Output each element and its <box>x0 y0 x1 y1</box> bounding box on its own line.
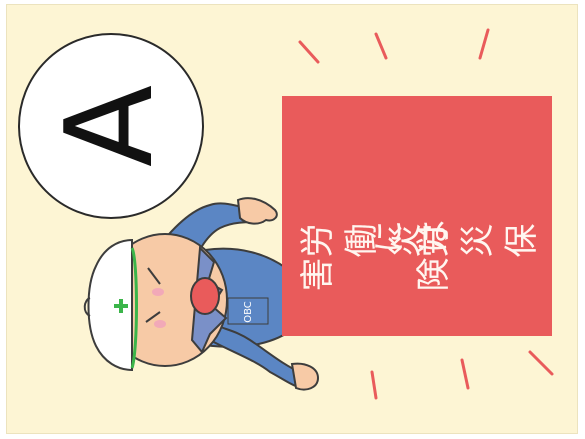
sign-line-3: 労災保険 <box>415 224 547 298</box>
letter-badge: A <box>18 33 204 219</box>
emphasis-marks <box>298 28 554 400</box>
helmet-cross-icon <box>114 299 128 313</box>
shirt-label: OBC <box>242 301 254 323</box>
sign-board: 労働災害 には 労災保険 <box>282 96 552 336</box>
